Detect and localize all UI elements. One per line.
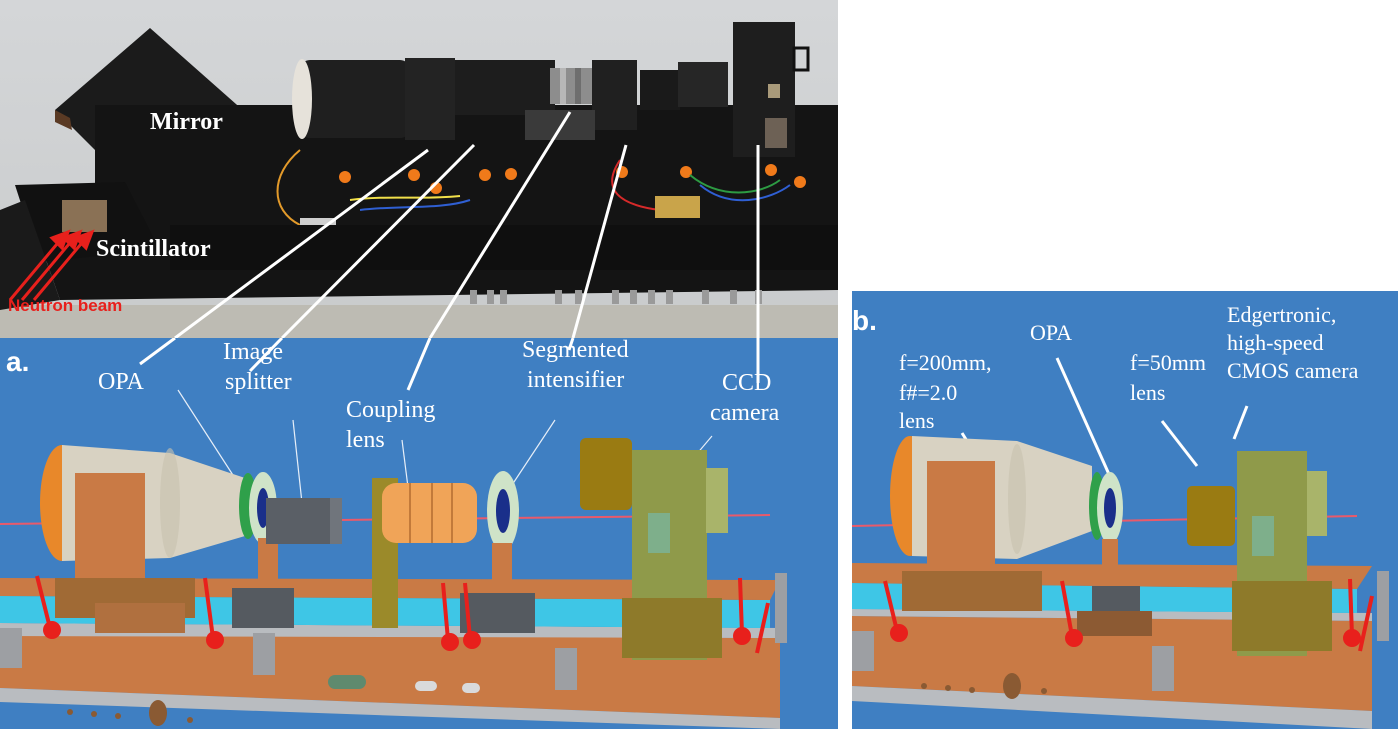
red-levers [35,575,770,654]
cad-rendering-a: a. OPA Image splitter Coupling lens Segm… [0,338,838,729]
label-image-splitter-line1: Image [223,339,283,365]
mirror-label: Mirror [150,109,223,135]
label-opa: OPA [98,369,144,395]
label-camera-line2: high-speed [1227,330,1324,355]
label-ccd-camera-line1: CCD [722,370,772,396]
label-camera-line1: Edgertronic, [1227,302,1337,327]
setup-photo: Mirror Scintillator Neutron beam [0,0,838,338]
main-lens [300,60,410,138]
label-small-lens-line2: lens [1130,380,1166,405]
label-opa-b: OPA [1030,320,1072,345]
rail-base [0,633,780,718]
label-segmented-intensifier-line1: Segmented [522,338,629,363]
cad-drawing-a [0,338,787,729]
label-main-lens-line2: f#=2.0 [899,380,958,405]
neutron-beam-arrows [8,229,95,301]
label-coupling-lens-line1: Coupling [346,397,436,423]
cad-image-splitter [266,498,341,544]
cad-coupling-lens [382,483,477,543]
cad-drawing-b [852,357,1389,729]
label-coupling-lens-line2: lens [346,427,385,453]
setup-photo-drawing [0,0,838,338]
label-segmented-intensifier-line2: intensifier [527,367,625,393]
label-small-lens-line1: f=50mm [1130,350,1206,375]
cad-b-small-lens [1187,486,1235,546]
scintillator-label: Scintillator [96,236,211,262]
label-ccd-camera-line2: camera [710,400,780,426]
neutron-beam-label: Neutron beam [8,296,123,315]
panel-b-letter: b. [852,305,877,336]
cad-camera-lens [580,438,632,510]
panel-a-letter: a. [6,346,30,377]
panel-a: Mirror Scintillator Neutron beam [0,0,838,729]
label-main-lens-line1: f=200mm, [899,350,992,375]
label-camera-line3: CMOS camera [1227,358,1359,383]
label-main-lens-line3: lens [899,408,935,433]
panel-b: b. f=200mm, f#=2.0 lens OPA f=50mm lens … [852,291,1398,729]
photo-leader-lines [174,111,760,338]
label-image-splitter-line2: splitter [225,369,292,395]
